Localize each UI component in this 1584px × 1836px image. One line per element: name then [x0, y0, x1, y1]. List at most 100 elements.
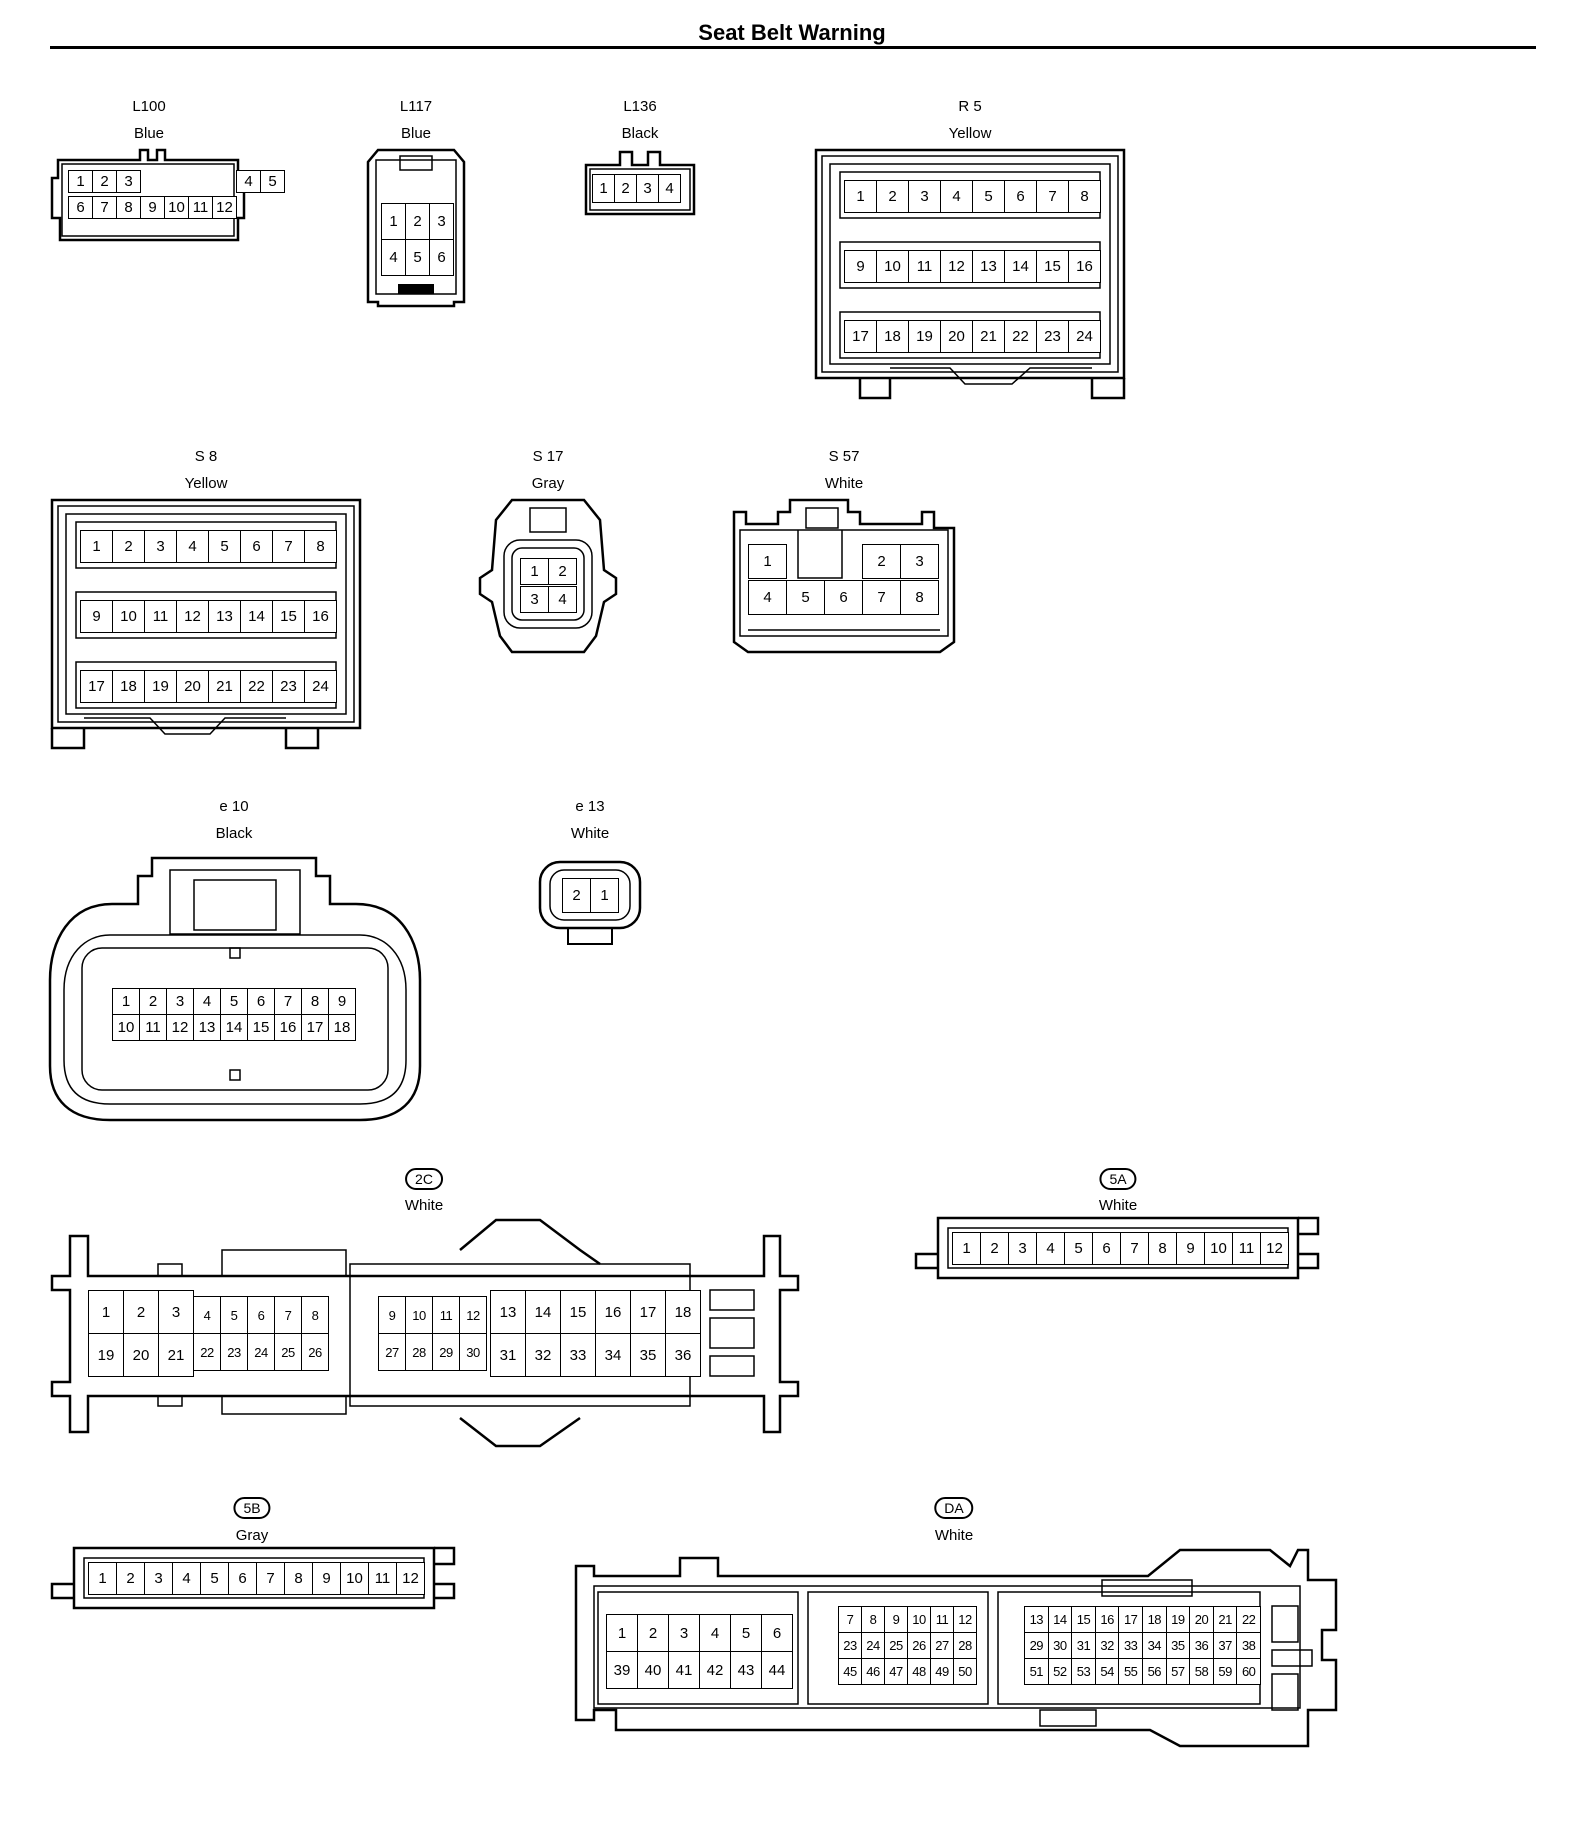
- pin-45: 45: [838, 1658, 862, 1685]
- pin-10: 10: [876, 250, 909, 283]
- pin-16: 16: [274, 1014, 302, 1041]
- pin-9: 9: [844, 250, 877, 283]
- pin-17: 17: [1118, 1606, 1143, 1633]
- pin-18: 18: [1142, 1606, 1167, 1633]
- pin-7: 7: [1120, 1232, 1149, 1265]
- pin-12: 12: [940, 250, 973, 283]
- pin-6: 6: [1004, 180, 1037, 213]
- pin-19: 19: [908, 320, 941, 353]
- pin-17: 17: [80, 670, 113, 703]
- pin-3: 3: [166, 988, 194, 1015]
- pin-41: 41: [668, 1651, 700, 1689]
- pin-9: 9: [328, 988, 356, 1015]
- pin-2: 2: [614, 174, 637, 203]
- connector-name: L100: [132, 98, 166, 115]
- pin-21: 21: [1212, 1606, 1238, 1633]
- pin-3: 3: [158, 1290, 194, 1334]
- pin-15: 15: [247, 1014, 275, 1041]
- pin-11: 11: [930, 1606, 954, 1633]
- pin-3: 3: [1008, 1232, 1037, 1265]
- pin-6: 6: [68, 196, 93, 219]
- pin-19: 19: [144, 670, 177, 703]
- pin-12: 12: [459, 1296, 487, 1334]
- pin-34: 34: [1142, 1632, 1167, 1659]
- pin-53: 53: [1071, 1658, 1096, 1685]
- pin-4: 4: [193, 1296, 221, 1334]
- pin-13: 13: [972, 250, 1005, 283]
- pin-1: 1: [748, 544, 787, 579]
- pin-10: 10: [340, 1562, 369, 1595]
- connector-name: R 5: [958, 98, 982, 115]
- pin-5: 5: [220, 988, 248, 1015]
- pin-2: 2: [980, 1232, 1009, 1265]
- pin-11: 11: [1232, 1232, 1261, 1265]
- pin-15: 15: [272, 600, 305, 633]
- pin-1: 1: [80, 530, 113, 563]
- pin-18: 18: [665, 1290, 701, 1334]
- connector-color: Yellow: [184, 475, 228, 492]
- pin-2: 2: [92, 170, 117, 193]
- pin-25: 25: [274, 1333, 302, 1371]
- pin-16: 16: [595, 1290, 631, 1334]
- connector-color: Black: [215, 825, 253, 842]
- pin-10: 10: [1204, 1232, 1233, 1265]
- pin-7: 7: [1036, 180, 1069, 213]
- pin-44: 44: [761, 1651, 793, 1689]
- pin-50: 50: [953, 1658, 977, 1685]
- pin-4: 4: [193, 988, 221, 1015]
- pin-20: 20: [123, 1333, 159, 1377]
- pin-39: 39: [606, 1651, 638, 1689]
- pin-30: 30: [1047, 1632, 1073, 1659]
- pin-51: 51: [1024, 1658, 1049, 1685]
- pin-21: 21: [972, 320, 1005, 353]
- pin-10: 10: [112, 600, 145, 633]
- pin-3: 3: [668, 1614, 700, 1652]
- pin-5: 5: [200, 1562, 229, 1595]
- pin-10: 10: [112, 1014, 140, 1041]
- pin-2: 2: [548, 558, 577, 585]
- pin-2: 2: [112, 530, 145, 563]
- connector-color: Gray: [235, 1527, 269, 1544]
- pin-14: 14: [1047, 1606, 1073, 1633]
- pin-26: 26: [301, 1333, 329, 1371]
- pin-19: 19: [1165, 1606, 1191, 1633]
- pin-36: 36: [1189, 1632, 1214, 1659]
- title-rule: [50, 46, 1536, 49]
- pin-23: 23: [220, 1333, 248, 1371]
- pin-13: 13: [208, 600, 241, 633]
- pin-13: 13: [193, 1014, 221, 1041]
- connector-name: e 10: [219, 798, 249, 815]
- pin-8: 8: [1068, 180, 1101, 213]
- pin-31: 31: [490, 1333, 526, 1377]
- connector-name: S 8: [194, 448, 218, 465]
- pin-12: 12: [166, 1014, 194, 1041]
- pin-25: 25: [884, 1632, 908, 1659]
- pin-5: 5: [730, 1614, 762, 1652]
- pin-7: 7: [838, 1606, 862, 1633]
- pin-2: 2: [862, 544, 901, 579]
- pin-1: 1: [112, 988, 140, 1015]
- pin-9: 9: [1176, 1232, 1205, 1265]
- pin-14: 14: [525, 1290, 561, 1334]
- connector-name: e 13: [575, 798, 605, 815]
- pin-31: 31: [1071, 1632, 1096, 1659]
- pin-5: 5: [972, 180, 1005, 213]
- pin-20: 20: [940, 320, 973, 353]
- pin-42: 42: [699, 1651, 731, 1689]
- pin-14: 14: [240, 600, 273, 633]
- pin-1: 1: [520, 558, 549, 585]
- pin-5: 5: [220, 1296, 248, 1334]
- pin-17: 17: [630, 1290, 666, 1334]
- connector-name: 5B: [233, 1497, 271, 1519]
- pin-29: 29: [432, 1333, 460, 1371]
- pin-24: 24: [247, 1333, 275, 1371]
- pin-28: 28: [953, 1632, 977, 1659]
- pin-58: 58: [1189, 1658, 1214, 1685]
- pin-1: 1: [952, 1232, 981, 1265]
